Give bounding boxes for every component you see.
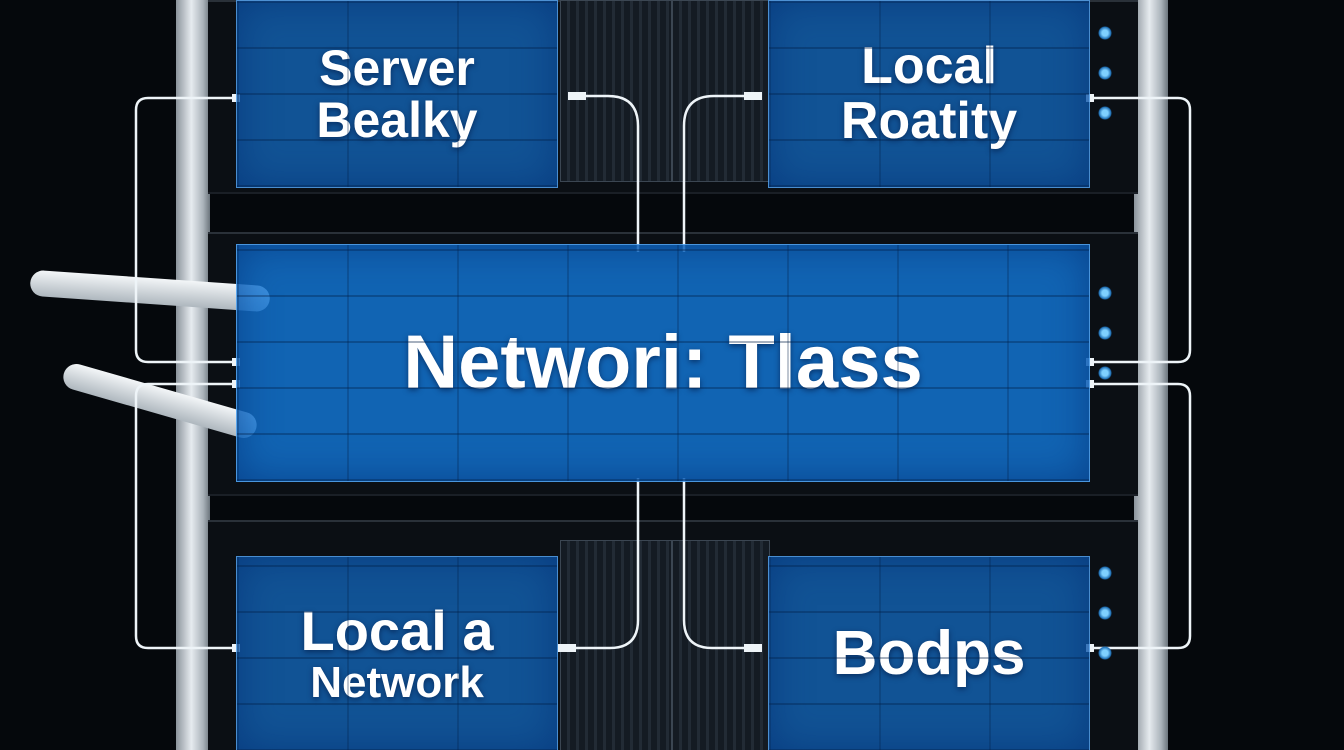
panel-label-line2: Network [310, 658, 484, 708]
status-light [1098, 366, 1112, 380]
status-light [1098, 606, 1112, 620]
status-light [1098, 286, 1112, 300]
panel-label-line2: Bealky [316, 92, 478, 148]
panel-network-class: Networi: Tlass [236, 244, 1090, 482]
panel-label-line2: Roatity [840, 92, 1018, 150]
status-light [1098, 566, 1112, 580]
rack-rail-right [1134, 0, 1168, 750]
drive-bay [560, 0, 672, 182]
status-light [1098, 26, 1112, 40]
panel-label-line1: Server [319, 39, 475, 96]
panel-label-line1: Local a [300, 598, 494, 662]
rack-rail-left [176, 0, 210, 750]
panel-label-line1: Bodps [832, 619, 1026, 689]
status-lights [1098, 0, 1138, 146]
panel-bodps: Bodps [768, 556, 1090, 750]
status-lights [1098, 260, 1138, 406]
status-light [1098, 326, 1112, 340]
panel-label-line1: Local [861, 37, 997, 96]
status-light [1098, 646, 1112, 660]
panel-label-line1: Networi: Tlass [403, 320, 923, 406]
status-lights [1098, 540, 1138, 686]
drive-bay [560, 540, 672, 750]
status-light [1098, 106, 1112, 120]
panel-local-network: Local a Network [236, 556, 558, 750]
panel-local-roatity: Local Roatity [768, 0, 1090, 188]
status-light [1098, 66, 1112, 80]
panel-server-bealky: Server Bealky [236, 0, 558, 188]
